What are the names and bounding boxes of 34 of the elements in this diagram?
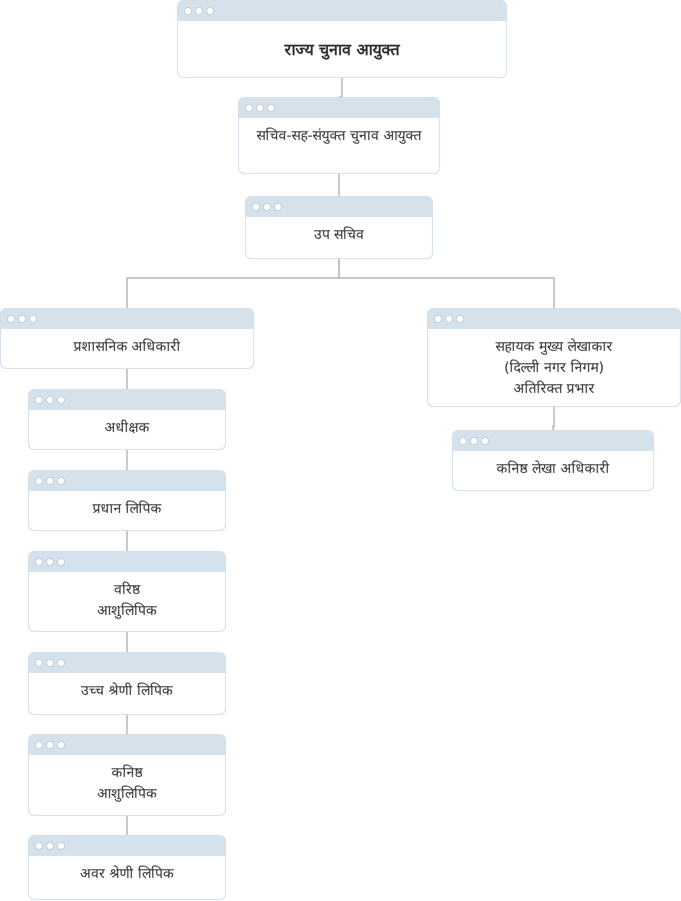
org-box (28, 652, 226, 715)
org-box (28, 734, 226, 816)
box-label: कनिष्ठ लेखा अधिकारी (496, 460, 610, 479)
connector-line (126, 816, 128, 835)
org-box (28, 470, 226, 531)
org-box (427, 308, 681, 407)
connector-line (126, 715, 128, 734)
org-box (238, 97, 440, 174)
org-box (28, 551, 226, 632)
org-box (245, 196, 433, 259)
box-label: उप सचिव (314, 226, 364, 245)
box-label: वरिष्ठ आशुलिपिक (96, 580, 158, 621)
connector-line (126, 531, 128, 551)
org-box (28, 389, 226, 450)
connector-line (552, 407, 555, 430)
box-label: अधीक्षक (104, 418, 150, 438)
box-label: सचिव-सह-संयुक्त चुनाव आयुक्त (256, 126, 422, 146)
connector-line (338, 259, 555, 308)
org-box (28, 835, 226, 900)
connector-line (338, 174, 340, 196)
connector-line (338, 78, 343, 98)
org-box (452, 430, 654, 491)
box-label: सहायक मुख्य लेखाकार (दिल्ली नगर निगम) अतिरिक्त प्रभार (494, 338, 614, 399)
box-label: प्रधान लिपिक (92, 500, 162, 519)
org-box (0, 308, 254, 369)
box-label: प्रशासनिक अधिकारी (73, 338, 181, 357)
connector-line (126, 632, 128, 652)
box-label: उच्च श्रेणी लिपिक (81, 682, 173, 701)
box-label: कनिष्ठ आशुलिपिक (96, 764, 158, 804)
org-box (177, 0, 507, 78)
connector-line (126, 450, 128, 470)
connector-line (126, 369, 128, 389)
box-label: अवर श्रेणी लिपिक (80, 864, 174, 884)
box-label: राज्य चुनाव आयुक्त (284, 39, 400, 60)
